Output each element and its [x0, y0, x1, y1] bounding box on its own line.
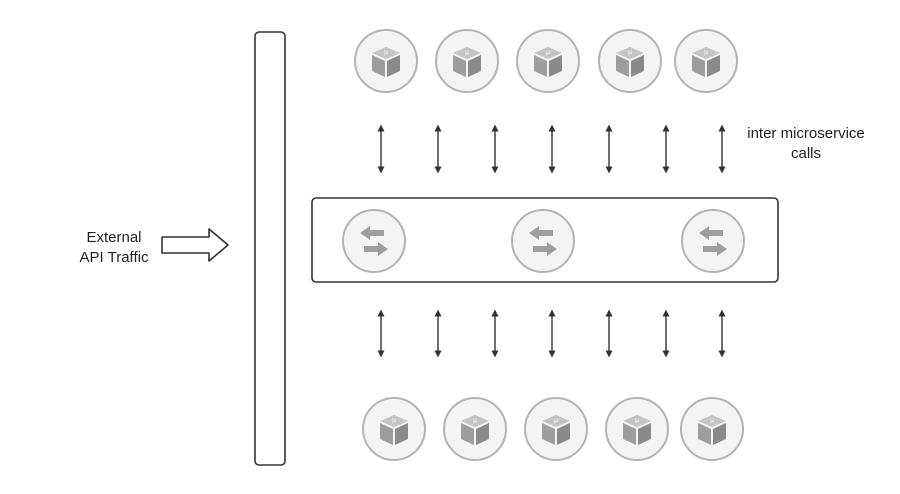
external-label-line1: External — [86, 229, 142, 246]
inter-microservice-calls-label: inter microservice calls — [736, 124, 876, 164]
sidecar-proxy-1 — [342, 209, 406, 273]
microservice-bottom-4: µ — [605, 397, 669, 461]
svg-text:µ: µ — [384, 49, 388, 56]
microservice-top-4: µ — [598, 29, 662, 93]
microservice-bottom-5: µ — [680, 397, 744, 461]
microservice-top-1: µ — [354, 29, 418, 93]
microservice-bottom-2: µ — [443, 397, 507, 461]
microservice-box-icon: µ — [542, 415, 570, 445]
microservice-top-5: µ — [674, 29, 738, 93]
svg-text:µ: µ — [546, 49, 550, 56]
external-api-traffic-label: External API Traffic — [64, 228, 164, 268]
microservice-bottom-1: µ — [362, 397, 426, 461]
bidirectional-swap-arrows-icon — [699, 226, 727, 256]
microservice-box-icon: µ — [461, 415, 489, 445]
microservice-box-icon: µ — [698, 415, 726, 445]
bidirectional-swap-arrows-icon — [360, 226, 388, 256]
microservice-top-3: µ — [516, 29, 580, 93]
microservice-box-icon: µ — [534, 47, 562, 77]
api-gateway-bar — [254, 31, 286, 466]
microservice-box-icon: µ — [453, 47, 481, 77]
sidecar-proxy-3 — [681, 209, 745, 273]
calls-label-line2: calls — [790, 145, 821, 162]
svg-text:µ: µ — [704, 49, 708, 56]
microservice-top-2: µ — [435, 29, 499, 93]
svg-text:µ: µ — [465, 49, 469, 56]
microservice-box-icon: µ — [380, 415, 408, 445]
external-label-line2: API Traffic — [79, 249, 149, 266]
external-traffic-arrow — [161, 228, 229, 262]
calls-label-line1: inter microservice — [747, 125, 865, 142]
svg-text:µ: µ — [635, 417, 639, 424]
microservice-box-icon: µ — [372, 47, 400, 77]
bidirectional-swap-arrows-icon — [529, 226, 557, 256]
svg-text:µ: µ — [392, 417, 396, 424]
microservice-box-icon: µ — [692, 47, 720, 77]
svg-text:µ: µ — [473, 417, 477, 424]
svg-text:µ: µ — [628, 49, 632, 56]
microservice-box-icon: µ — [623, 415, 651, 445]
svg-text:µ: µ — [554, 417, 558, 424]
microservice-bottom-3: µ — [524, 397, 588, 461]
microservice-box-icon: µ — [616, 47, 644, 77]
svg-text:µ: µ — [710, 417, 714, 424]
sidecar-proxy-2 — [511, 209, 575, 273]
